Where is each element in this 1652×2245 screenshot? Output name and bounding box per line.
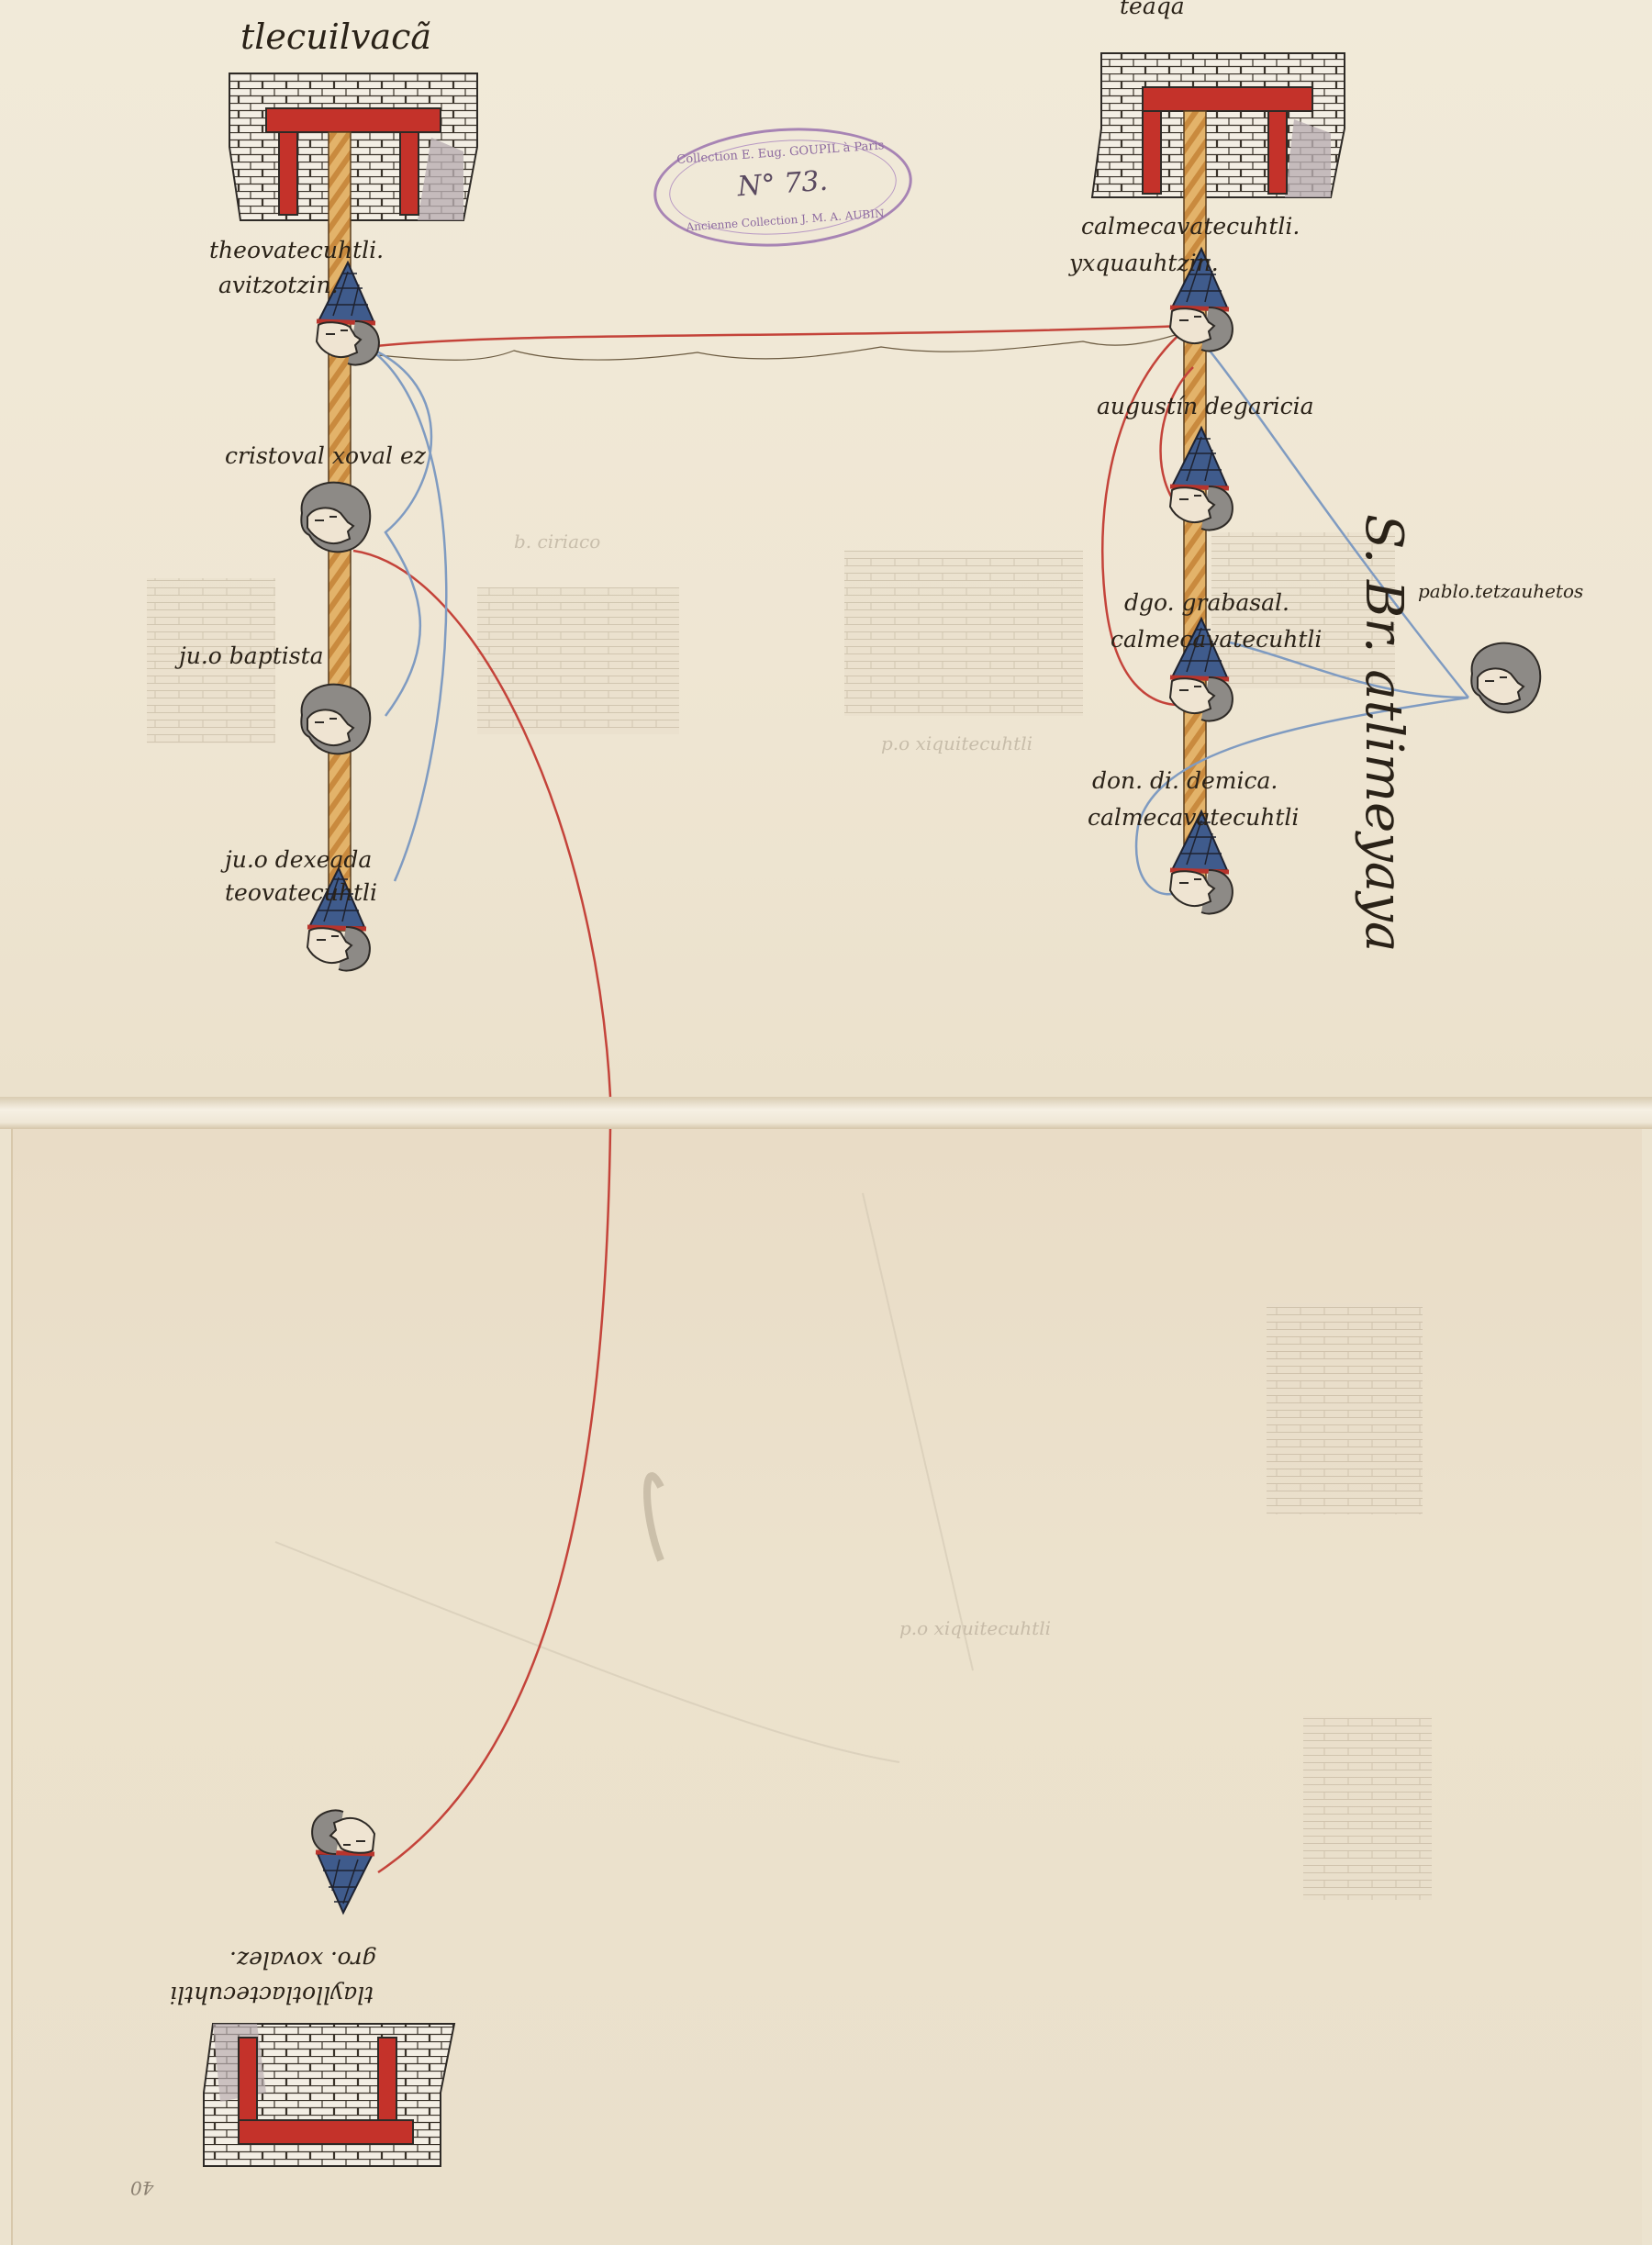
gloss-cristoval: cristoval xoval ez (225, 442, 426, 469)
vertical-heading: S. Br. atlimeyaya (1354, 514, 1413, 953)
head-ju-baptista (300, 683, 372, 755)
gloss-don-di-demica: don. di. demica. (1092, 767, 1278, 794)
page-number: 40 (130, 2177, 154, 2199)
ghost-text: p.o xiquitecuhtli (899, 1617, 1051, 1639)
gloss-theovatecuhtli: theovatecuhtli. (209, 237, 385, 263)
head-augustin (1170, 428, 1233, 531)
gloss-ju-baptista: ju.o baptista (179, 642, 324, 669)
temple-bottom-inverted (203, 2023, 456, 2167)
ghost-text: p.o xiquitecuhtli (881, 732, 1032, 754)
gloss-augustin: augustín degaricia (1097, 393, 1314, 419)
gloss-dgo-grabasal: dgo. grabasal. (1124, 589, 1289, 616)
gloss-pablo: pablo.tetzauhetos (1418, 580, 1584, 602)
gloss-yxquauhtzin: yxquauhtzin. (1069, 250, 1219, 276)
head-pablo (1470, 642, 1542, 714)
gloss-ju-dexeada: ju.o dexeada (225, 846, 373, 873)
page-fold (0, 1097, 1652, 1129)
temple-top-left (229, 73, 478, 221)
head-inverted (312, 1811, 374, 1914)
place-title-left: tlecuilvacã (240, 17, 432, 57)
gloss-calmecavatecuhtli: calmecavatecuhtli. (1081, 213, 1300, 240)
gloss-avitzotzin: avitzotzin. (218, 272, 339, 298)
gloss-gro-xovalez: gro. xovalez. (229, 1947, 377, 1973)
temple-top-right (1090, 52, 1345, 198)
gloss-tlayllotlactecuhtli: tlayllotlactecuhtli (170, 1982, 374, 2008)
gloss-teovatecuhtli: teovatecuhtli (225, 879, 378, 906)
gloss-calmecavatecuhtli-3: calmecavatecuhtli (1088, 804, 1300, 831)
head-cristoval (300, 481, 372, 553)
ghost-text: b. ciriaco (514, 531, 601, 553)
gloss-calmecavatecuhtli-2: calmecavatecuhtli (1111, 626, 1323, 653)
place-title-right: teaqa (1120, 0, 1185, 19)
